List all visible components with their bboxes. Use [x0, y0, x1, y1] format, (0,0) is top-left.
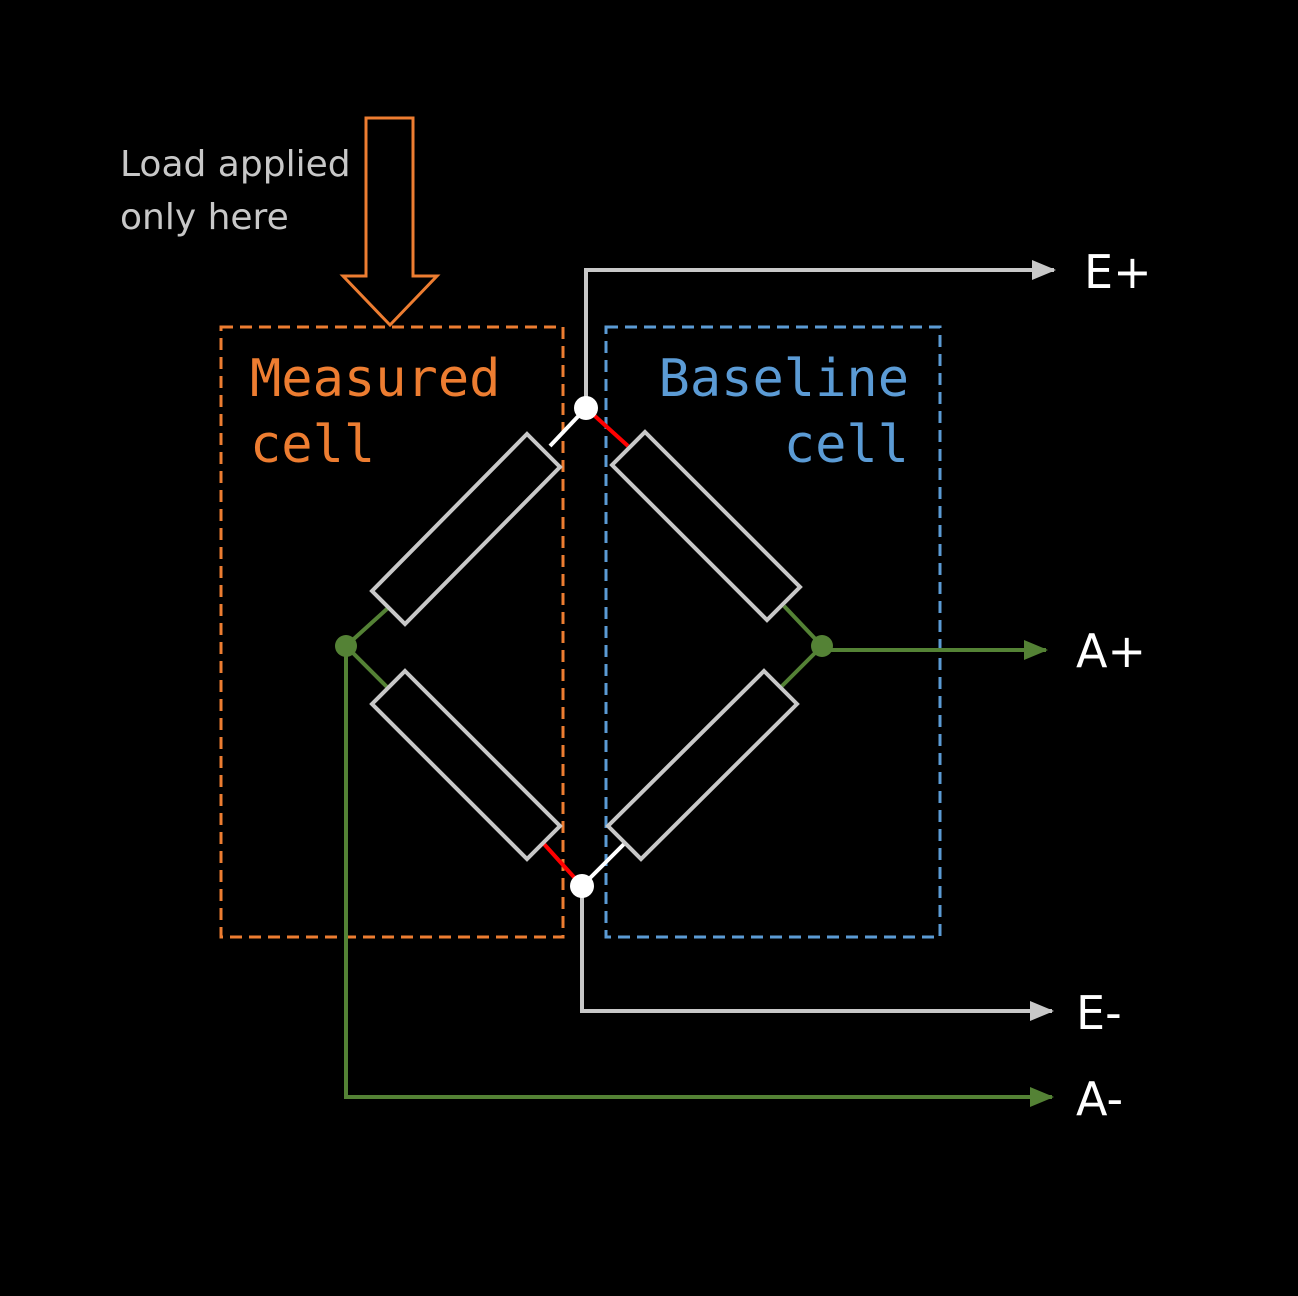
measured-cell-label-line1: Measured	[250, 349, 500, 409]
node-right	[811, 635, 833, 657]
baseline-cell-label-line1: Baseline	[659, 349, 909, 409]
resistor-bottom-left	[369, 668, 563, 862]
measured-cell-box	[219, 325, 565, 939]
a-minus-wire	[344, 646, 1054, 1107]
baseline-cell-box	[604, 325, 942, 939]
node-bottom	[570, 874, 594, 898]
e-plus-wire	[584, 260, 1056, 408]
baseline-cell-label-line2: cell	[784, 415, 909, 475]
load-arrow-icon	[339, 116, 441, 328]
terminal-e-minus: E-	[1076, 986, 1122, 1040]
terminal-e-plus: E+	[1084, 245, 1152, 299]
resistor-bottom-right	[605, 668, 800, 862]
node-left	[335, 635, 357, 657]
resistor-top-right	[609, 429, 803, 623]
measured-cell-label-line2: cell	[250, 415, 375, 475]
terminal-a-plus: A+	[1076, 624, 1146, 678]
load-label-line1: Load applied	[120, 144, 351, 185]
terminal-a-minus: A-	[1076, 1072, 1123, 1126]
node-top	[574, 396, 598, 420]
e-minus-wire	[580, 886, 1054, 1021]
load-label-line2: only here	[120, 197, 289, 238]
resistor-top-left	[369, 431, 563, 627]
